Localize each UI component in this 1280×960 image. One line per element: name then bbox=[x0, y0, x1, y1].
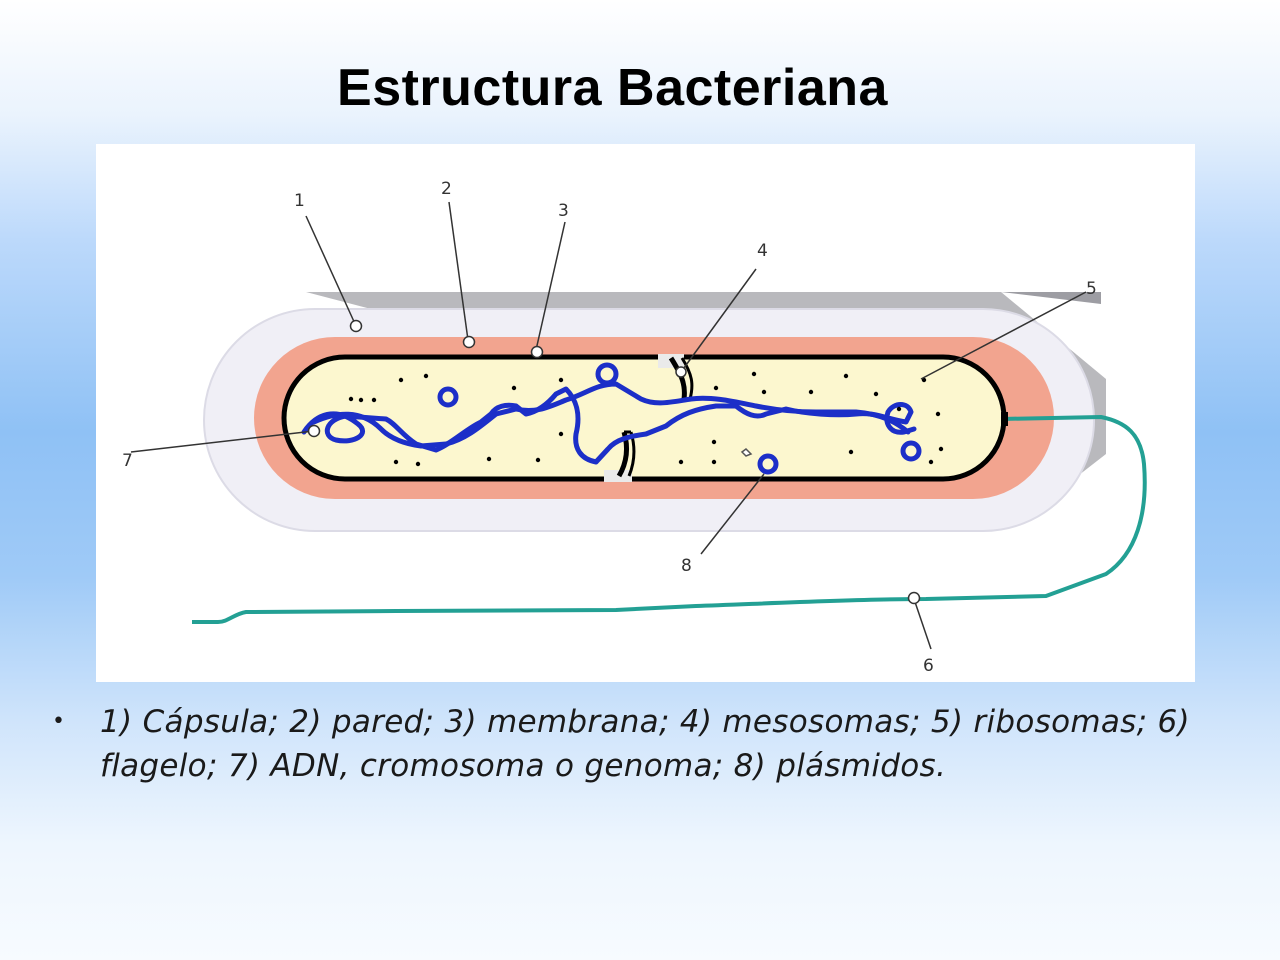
bacteria-diagram: 1 2 3 4 5 6 7 8 bbox=[96, 144, 1195, 682]
caption-text: 1) Cápsula; 2) pared; 3) membrana; 4) me… bbox=[100, 704, 1190, 784]
label-8: 8 bbox=[681, 556, 692, 576]
slide-title: Estructura Bacteriana bbox=[337, 59, 888, 117]
capsule-shadow-top bbox=[306, 292, 1101, 304]
label-4: 4 bbox=[757, 241, 768, 261]
label-2: 2 bbox=[441, 179, 452, 199]
flagellum bbox=[192, 415, 1147, 624]
caption: • 1) Cápsula; 2) pared; 3) membrana; 4) … bbox=[52, 700, 1252, 788]
label-3: 3 bbox=[558, 201, 569, 221]
label-5: 5 bbox=[1086, 279, 1097, 299]
label-1: 1 bbox=[294, 191, 305, 211]
plasmid bbox=[595, 362, 619, 386]
plasmid bbox=[900, 440, 922, 462]
plasmid bbox=[437, 386, 459, 408]
label-6: 6 bbox=[923, 656, 934, 676]
label-7: 7 bbox=[122, 451, 133, 471]
plasmid bbox=[757, 453, 779, 475]
bullet-marker: • bbox=[52, 709, 65, 734]
ribosomes bbox=[348, 371, 944, 467]
